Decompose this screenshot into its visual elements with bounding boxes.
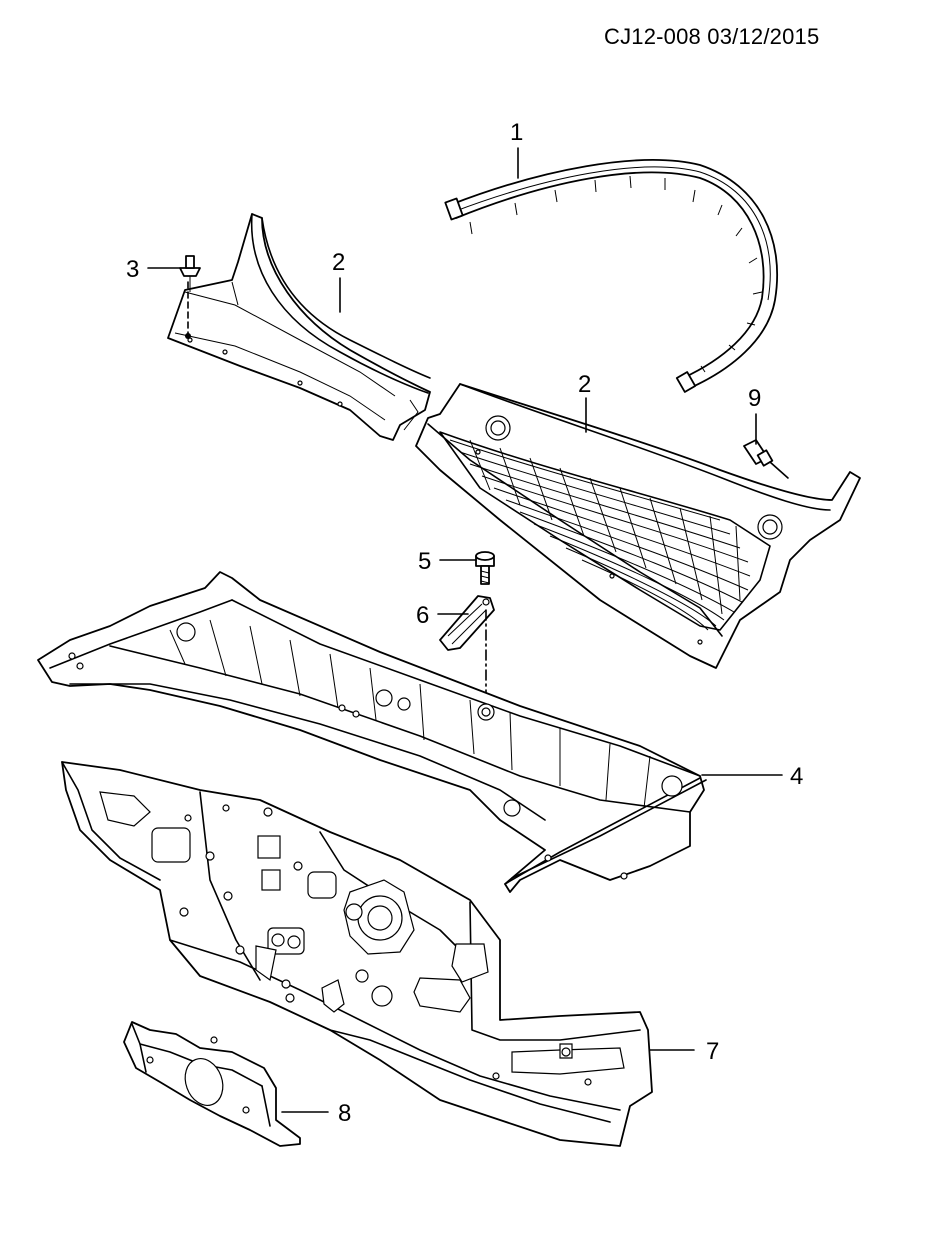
cowl-vent-mesh [449,439,751,631]
part-2-cowl-panel-right [415,383,861,669]
part-9-screw [743,439,789,479]
part-2-cowl-panel-left [167,213,431,441]
callout-9: 9 [748,385,761,412]
part-3-push-clip [179,255,201,339]
part-7-dash-panel [61,761,653,1147]
callout-4: 4 [790,763,803,790]
callout-numbers: 1 2 2 3 4 5 6 7 8 9 [126,119,803,1127]
callout-leaders [147,147,783,1113]
callout-1: 1 [510,119,523,146]
callout-3: 3 [126,256,139,283]
callout-7: 7 [706,1038,719,1065]
part-5-bolt [475,551,495,585]
part-8-reinforcement [123,1021,301,1147]
part-4-plenum-panel [37,571,707,893]
part-1-weatherstrip [444,159,779,393]
callout-5: 5 [418,548,431,575]
callout-8: 8 [338,1100,351,1127]
callout-6: 6 [416,602,429,629]
diagram-reference-label: CJ12-008 03/12/2015 [604,24,820,49]
callout-2-left: 2 [332,249,345,276]
callout-2-right: 2 [578,371,591,398]
